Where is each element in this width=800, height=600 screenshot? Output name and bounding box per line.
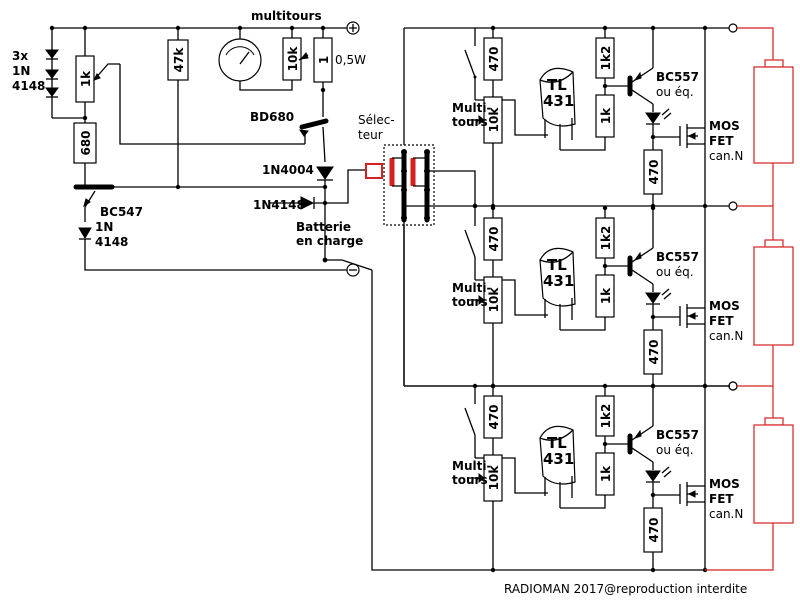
meter-label: multitours: [251, 9, 322, 23]
channel-3-regulator-label-1: TL: [547, 434, 567, 452]
channel-1-mosfet-label-1: MOS: [709, 119, 740, 133]
selector-handle[interactable]: [365, 163, 383, 179]
channel-1-mosfet-label-2: FET: [709, 134, 734, 148]
channel-2-regulator-label-2: 431: [543, 272, 574, 290]
plus-terminal: [346, 21, 360, 35]
diode-1n4148-mid-label: 1N4148: [253, 198, 305, 212]
channel-1-resistor-1k2-label: 1k2: [599, 46, 613, 71]
resistor-1-ohm-label: 1: [317, 56, 331, 64]
channel-3-resistor-470-bottom-label: 470: [647, 517, 661, 542]
diode-stack-label-2: 1N: [12, 64, 30, 78]
battery-2: [753, 239, 794, 346]
channel-1-multiturn-label-1: Multi-: [452, 101, 491, 115]
channel-3-mosfet-label-1: MOS: [709, 477, 740, 491]
battery-charging-label-1: Batterie: [296, 220, 351, 234]
channel-2-bc557-label: BC557: [656, 250, 699, 264]
resistor-680-label: 680: [79, 130, 93, 155]
channel-3: 470 10k Multi- tours TL 431 1k2 1k B: [404, 381, 743, 570]
battery-charging-label-2: en charge: [296, 234, 363, 248]
channel-2: 470 10k Multi- tours TL 431 1k2 1k B: [404, 205, 743, 391]
selector-label-1: Sélec-: [358, 113, 395, 127]
diode-stack-label-3: 4148: [12, 79, 45, 93]
channel-1-resistor-1k: [595, 94, 615, 138]
channel-1-bc557-sub-label: ou éq.: [656, 85, 694, 99]
bc547-label: BC547: [100, 205, 143, 219]
channel-2-bc557-sub-label: ou éq.: [656, 265, 694, 279]
channel-2-resistor-1k: [595, 274, 615, 318]
channel-3-terminal-plus: [728, 381, 738, 391]
channel-3-pot-10k-label: 10k: [487, 465, 501, 491]
channel-2-mosfet-label-3: can.N: [709, 329, 743, 343]
battery-1: [753, 59, 794, 164]
channel-1-terminal-minus: [728, 201, 738, 211]
selector-label-2: teur: [358, 128, 383, 142]
channel-2-resistor-470-bottom-label: 470: [647, 339, 661, 364]
channel-2-resistor-1k2-label: 1k2: [599, 226, 613, 251]
battery-3: [753, 417, 794, 524]
diode-bottom-label-2: 4148: [95, 235, 128, 249]
channel-1-led-icon: [645, 108, 672, 125]
power-rating-label: 0,5W: [335, 53, 366, 67]
channel-3-transistor-bc557: [627, 425, 654, 463]
bd680-label: BD680: [250, 110, 294, 124]
minus-terminal: [346, 263, 360, 277]
transistor-bd680: [298, 118, 329, 163]
diode-bottom-label-1: 1N: [95, 220, 113, 234]
channel-3-resistor-1k: [595, 452, 615, 496]
diode-stack-3x-1n4148: [45, 49, 59, 98]
meter-icon: [218, 38, 262, 82]
channel-2-mosfet-label-1: MOS: [709, 299, 740, 313]
channel-3-mosfet-label-3: can.N: [709, 507, 743, 521]
channel-1-resistor-470-bottom-label: 470: [647, 159, 661, 184]
channel-1-regulator-label-1: TL: [547, 76, 567, 94]
credit-text: RADIOMAN 2017@reproduction interdite: [504, 582, 747, 596]
channel-3-resistor-1k2-label: 1k2: [599, 404, 613, 429]
channel-2-regulator-label-1: TL: [547, 256, 567, 274]
channel-1-resistor-1k-label: 1k: [599, 107, 613, 124]
channel-2-pot-10k-label: 10k: [487, 287, 501, 313]
channel-1-regulator-tl431: [539, 67, 576, 150]
resistor-1k-top-label: 1k: [79, 70, 93, 87]
channel-3-mosfet: [679, 482, 705, 506]
channel-3-bc557-label: BC557: [656, 428, 699, 442]
channel-2-mosfet-label-2: FET: [709, 314, 734, 328]
channel-1: 470 10k Multi- tours TL 431 1k2 1k: [404, 23, 743, 211]
channel-1-bc557-label: BC557: [656, 70, 699, 84]
channel-1-regulator-label-2: 431: [543, 92, 574, 110]
channel-1-mosfet-label-3: can.N: [709, 149, 743, 163]
channel-1-transistor-bc557: [627, 67, 654, 105]
channel-1-resistor-470-top-label: 470: [487, 46, 501, 71]
battery-stack: [705, 27, 794, 571]
channel-1-pot-10k-label: 10k: [487, 107, 501, 133]
channel-2-resistor-470-top-label: 470: [487, 226, 501, 251]
channel-3-regulator-tl431: [539, 425, 576, 508]
channel-1-terminal-plus: [728, 23, 738, 33]
channel-2-mosfet: [679, 304, 705, 328]
channel-3-regulator-label-2: 431: [543, 450, 574, 468]
channel-3-resistor-470-top-label: 470: [487, 404, 501, 429]
channel-3-mosfet-label-2: FET: [709, 492, 734, 506]
channel-3-resistor-1k-label: 1k: [599, 465, 613, 482]
selector-switch[interactable]: [383, 144, 435, 226]
resistor-47k-label: 47k: [172, 47, 186, 73]
channel-3-multiturn-label-1: Multi-: [452, 459, 491, 473]
channel-2-multiturn-label-1: Multi-: [452, 281, 491, 295]
diode-stack-label-1: 3x: [12, 49, 28, 63]
transistor-bc547: [73, 184, 115, 208]
diode-1n4004-label: 1N4004: [262, 163, 314, 177]
diode-1n4004: [316, 166, 334, 181]
channel-2-led-icon: [645, 288, 672, 305]
diode-1n4148-bottom: [78, 227, 92, 240]
channel-2-regulator-tl431: [539, 247, 576, 330]
resistor-10k-meter-label: 10k: [286, 46, 300, 72]
channel-2-transistor-bc557: [627, 247, 654, 285]
channel-3-led-icon: [645, 466, 672, 483]
control-section: 3x 1N 4148 1k 680 BC547 1N 4: [12, 9, 705, 571]
channel-3-bc557-sub-label: ou éq.: [656, 443, 694, 457]
channel-1-mosfet: [679, 124, 705, 148]
channel-2-resistor-1k-label: 1k: [599, 287, 613, 304]
